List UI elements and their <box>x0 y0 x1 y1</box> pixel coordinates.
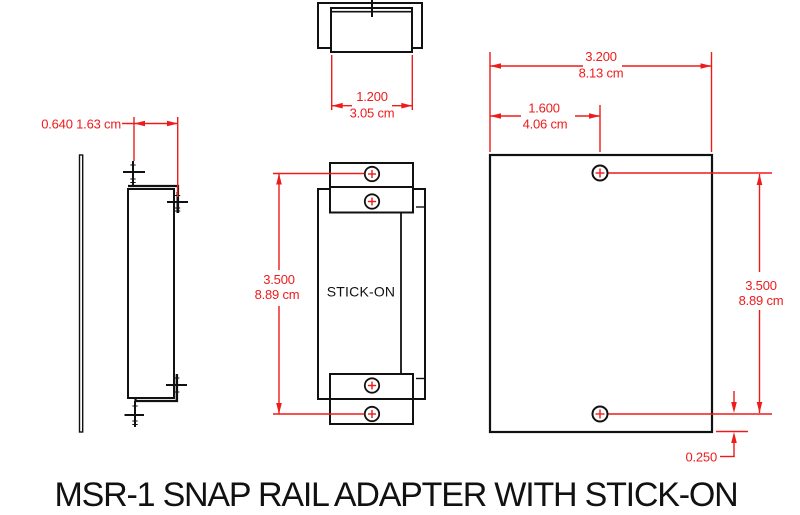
front-view: STICK-ON 3.500 8.89 cm <box>255 162 426 425</box>
dim-hole-span: 3.500 8.89 cm <box>739 174 784 413</box>
hole-plate-top <box>591 164 609 182</box>
dim-hole-span-cm: 8.89 cm <box>739 293 784 308</box>
arrow-left-icon <box>490 63 501 69</box>
dim-front-height-cm: 8.89 cm <box>255 287 300 302</box>
dim-plate-width-cm: 8.13 cm <box>579 66 624 81</box>
arrow-left-icon <box>490 113 501 119</box>
arrow-up-icon <box>276 173 282 185</box>
arrow-right-icon <box>401 102 413 109</box>
right-view: 3.200 8.13 cm 1.600 4.06 cm <box>488 49 784 465</box>
arrow-up-icon <box>756 174 763 185</box>
dim-front-height-in: 3.500 <box>263 272 295 287</box>
dim-plate-width-in: 3.200 <box>585 49 617 64</box>
arrow-right-icon <box>700 63 712 69</box>
dim-plate-width: 3.200 8.13 cm <box>489 49 713 152</box>
hole-plate-bottom <box>591 405 609 423</box>
dim-top-width-cm: 3.05 cm <box>350 106 395 121</box>
screw-bottom-left <box>124 401 144 427</box>
screw-bottom-right <box>166 374 187 400</box>
arrow-down-icon <box>731 402 737 413</box>
dim-top-width-in: 1.200 <box>356 89 388 104</box>
dim-front-height: 3.500 8.89 cm <box>255 172 365 415</box>
arrow-left-icon <box>331 102 343 109</box>
hole-front-4 <box>363 405 381 423</box>
right-view-plate <box>488 153 714 434</box>
hole-front-3 <box>363 377 381 394</box>
arrow-left-icon <box>134 120 145 127</box>
arrow-down-icon <box>756 402 763 413</box>
screw-top-left <box>123 161 145 185</box>
arrow-up-icon <box>731 432 737 443</box>
front-view-label: STICK-ON <box>327 284 396 300</box>
side-view: 0.640 1.63 cm <box>41 117 188 433</box>
arrow-right-icon <box>167 120 178 127</box>
top-view: 1.200 3.05 cm <box>317 0 423 121</box>
dim-hole-offset: 0.250 <box>685 391 737 465</box>
dim-hole-offset-in: 0.250 <box>685 450 717 465</box>
front-view-body <box>317 188 426 400</box>
drawing-title: MSR-1 SNAP RAIL ADAPTER WITH STICK-ON <box>55 476 738 514</box>
dim-side-depth: 0.640 1.63 cm <box>41 117 179 197</box>
side-view-body <box>127 188 175 399</box>
hole-front-2 <box>363 193 381 210</box>
dim-hole-inset-in: 1.600 <box>528 101 560 116</box>
side-view-stickon-strip <box>78 154 84 433</box>
dim-side-depth-label: 0.640 1.63 cm <box>41 117 121 132</box>
arrow-right-icon <box>589 113 600 119</box>
dim-top-width: 1.200 3.05 cm <box>331 55 413 121</box>
dim-hole-inset-cm: 4.06 cm <box>523 117 568 132</box>
dim-hole-inset: 1.600 4.06 cm <box>490 101 601 152</box>
arrow-down-icon <box>276 403 282 414</box>
hole-front-1 <box>363 165 381 183</box>
dim-hole-span-in: 3.500 <box>745 278 777 293</box>
